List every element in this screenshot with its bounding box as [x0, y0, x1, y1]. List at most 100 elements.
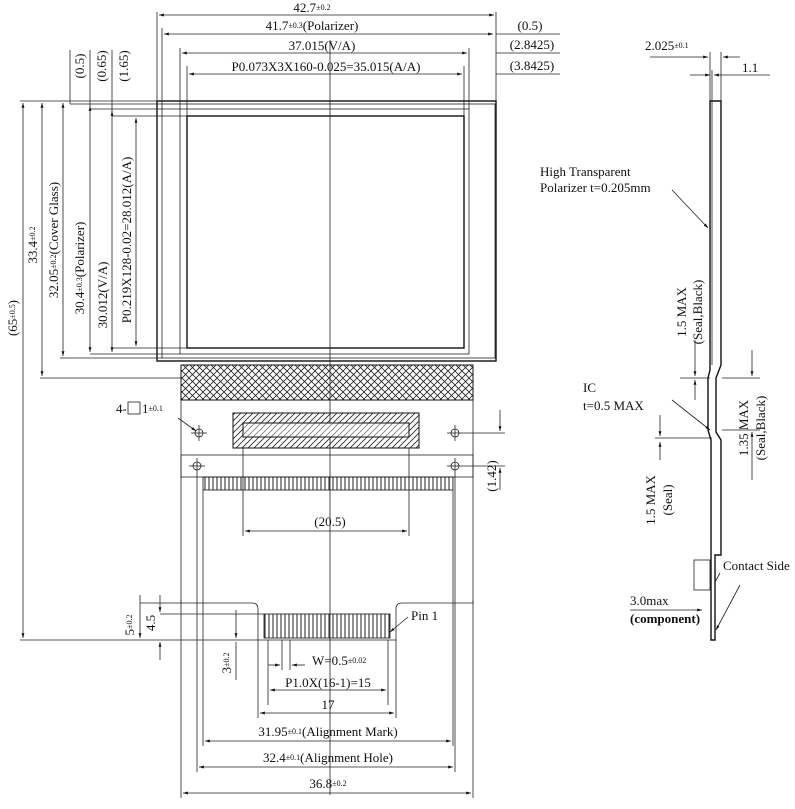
seal2-dim: 1.35 MAX: [736, 399, 751, 456]
front-view: [156, 40, 497, 795]
left-dimensions: (65±0.5) 33.4±0.2 32.05±0.2(Cover Glass)…: [5, 50, 258, 641]
dim-w-tol: ±0.02: [348, 656, 366, 665]
svg-text:30.4±0.3(Polarizer): 30.4±0.3(Polarizer): [72, 222, 87, 315]
dim-pitch-vertical: P0.219X128-0.02=28.012(A/A): [119, 157, 134, 324]
dim-2-025-tol: ±0.1: [674, 41, 688, 50]
dim-3-8425: (3.8425): [510, 58, 554, 73]
dim-31-95-tol: ±0.1: [288, 727, 302, 736]
active-area: [186, 115, 465, 349]
side-view: 2.025±0.1 1.1 High Transparent Polarizer…: [540, 38, 790, 641]
ic-thickness: t=0.5 MAX: [583, 398, 644, 413]
dim-31-95: 31.95: [258, 724, 287, 739]
dim-33-4-tol: ±0.2: [28, 226, 37, 240]
seal1-dim: 1.5 MAX: [674, 286, 689, 336]
fpc-lead-pads: [202, 476, 454, 491]
dim-65-close: ): [5, 300, 20, 304]
dim-1-1: 1.1: [742, 60, 758, 75]
bottom-dimensions: 5±0.2 4.5 3±0.2 Pin 1 W=0.5±0.02 P1.0X(1…: [122, 474, 474, 798]
seal2-label: (Seal,Black): [753, 396, 768, 461]
viewing-area: [179, 108, 470, 355]
dim-30-4-tol: ±0.3: [75, 277, 84, 291]
svg-text:33.4±0.2: 33.4±0.2: [25, 226, 40, 263]
dim-32-05-tol: ±0.2: [49, 254, 58, 268]
dim-65-tol: ±0.5: [8, 304, 17, 318]
dim-5: 5: [122, 629, 137, 636]
svg-text:4-: 4-: [116, 401, 127, 416]
dim-30-4: 30.4: [72, 291, 87, 314]
dim-20-5: (20.5): [314, 514, 345, 529]
ic-label: IC: [583, 380, 596, 395]
dim-30-012: 30.012(V/A): [95, 262, 110, 329]
square-symbol: [127, 401, 141, 415]
svg-text:5±0.2: 5±0.2: [122, 615, 137, 636]
middle-dimensions: 4- 1±0.1 (1.42) (20.5): [116, 401, 505, 536]
top-dimensions: 42.7±0.2 41.7±0.3(Polarizer) (0.5) 37.01…: [156, 0, 560, 116]
dim-36-8: 36.8: [309, 776, 332, 791]
svg-text:1±0.1: 1±0.1: [142, 401, 163, 416]
dim-1-65: (1.65): [116, 50, 131, 81]
alignment-hole-br: [447, 458, 463, 474]
dim-0-5-right: (0.5): [518, 18, 543, 33]
cover-glass-outline: [156, 100, 497, 362]
fpc-contact-pins: [263, 613, 391, 639]
dim-32-4: 32.4: [263, 750, 286, 765]
alignment-hole-bl: [189, 458, 205, 474]
svg-text:41.7±0.3(Polarizer): 41.7±0.3(Polarizer): [266, 18, 359, 33]
dim-1-42: (1.42): [484, 460, 499, 491]
dim-41-7-suffix: (Polarizer): [303, 18, 359, 33]
dim-0-5-left: (0.5): [72, 54, 87, 79]
hole-size: 1: [142, 401, 149, 416]
hole-prefix: 4-: [116, 401, 127, 416]
svg-text:36.8±0.2: 36.8±0.2: [309, 776, 346, 791]
fpc-stiffener: [180, 454, 474, 478]
dim-31-95-suffix: (Alignment Mark): [302, 724, 398, 739]
fpc-tail: [180, 600, 474, 641]
svg-text:32.4±0.1(Alignment Hole): 32.4±0.1(Alignment Hole): [263, 750, 393, 765]
contact-side-label: Contact Side: [723, 558, 790, 573]
dim-41-7: 41.7: [266, 18, 289, 33]
svg-text:31.95±0.1(Alignment Mark): 31.95±0.1(Alignment Mark): [258, 724, 397, 739]
component-label: (component): [630, 611, 700, 626]
polarizer-outline: [161, 103, 496, 359]
dim-3: 3: [219, 667, 234, 674]
glass-ledge: [180, 364, 474, 401]
dim-32-4-tol: ±0.1: [286, 753, 300, 762]
svg-text:42.7±0.2: 42.7±0.2: [293, 0, 330, 15]
seal3-label: (Seal): [660, 484, 675, 515]
dim-pin-pitch: P1.0X(16-1)=15: [285, 675, 371, 690]
alignment-hole-tl: [191, 425, 207, 441]
pin-1-label: Pin 1: [411, 608, 438, 623]
contact-block: [693, 559, 711, 591]
svg-text:3±0.2: 3±0.2: [219, 653, 234, 674]
dim-2-8425: (2.8425): [510, 37, 554, 52]
dim-0-65: (0.65): [94, 50, 109, 81]
dim-32-05-suffix: (Cover Glass): [46, 182, 61, 255]
dim-33-4: 33.4: [25, 240, 40, 263]
svg-text:(65±0.5): (65±0.5): [5, 300, 20, 336]
dim-3-tol: ±0.2: [222, 653, 231, 667]
dim-pitch-horizontal: P0.073X3X160-0.025=35.015(A/A): [232, 59, 421, 74]
seal1-label: (Seal,Black): [690, 280, 705, 345]
dim-w: W=0.5: [312, 653, 348, 668]
side-profile: [707, 100, 722, 641]
dim-2-025: 2.025: [645, 38, 674, 53]
hole-tol: ±0.1: [149, 404, 163, 413]
dim-32-4-suffix: (Alignment Hole): [300, 750, 393, 765]
component-dim: 3.0max: [630, 593, 669, 608]
svg-text:W=0.5±0.02: W=0.5±0.02: [312, 653, 366, 668]
dim-41-7-tol: ±0.3: [288, 21, 302, 30]
dim-37-015: 37.015(V/A): [289, 38, 356, 53]
dim-36-8-tol: ±0.2: [332, 779, 346, 788]
svg-text:32.05±0.2(Cover Glass): 32.05±0.2(Cover Glass): [46, 182, 61, 298]
dim-65: (65: [5, 319, 20, 336]
dim-5-tol: ±0.2: [125, 615, 134, 629]
dim-42-7-tol: ±0.2: [316, 3, 330, 12]
dim-4-5: 4.5: [143, 615, 158, 631]
polarizer-label-2: Polarizer t=0.205mm: [540, 180, 651, 195]
alignment-hole-tr: [447, 425, 463, 441]
dim-32-05: 32.05: [46, 269, 61, 298]
polarizer-label-1: High Transparent: [540, 164, 631, 179]
svg-text:2.025±0.1: 2.025±0.1: [645, 38, 689, 53]
dim-42-7: 42.7: [293, 0, 316, 15]
